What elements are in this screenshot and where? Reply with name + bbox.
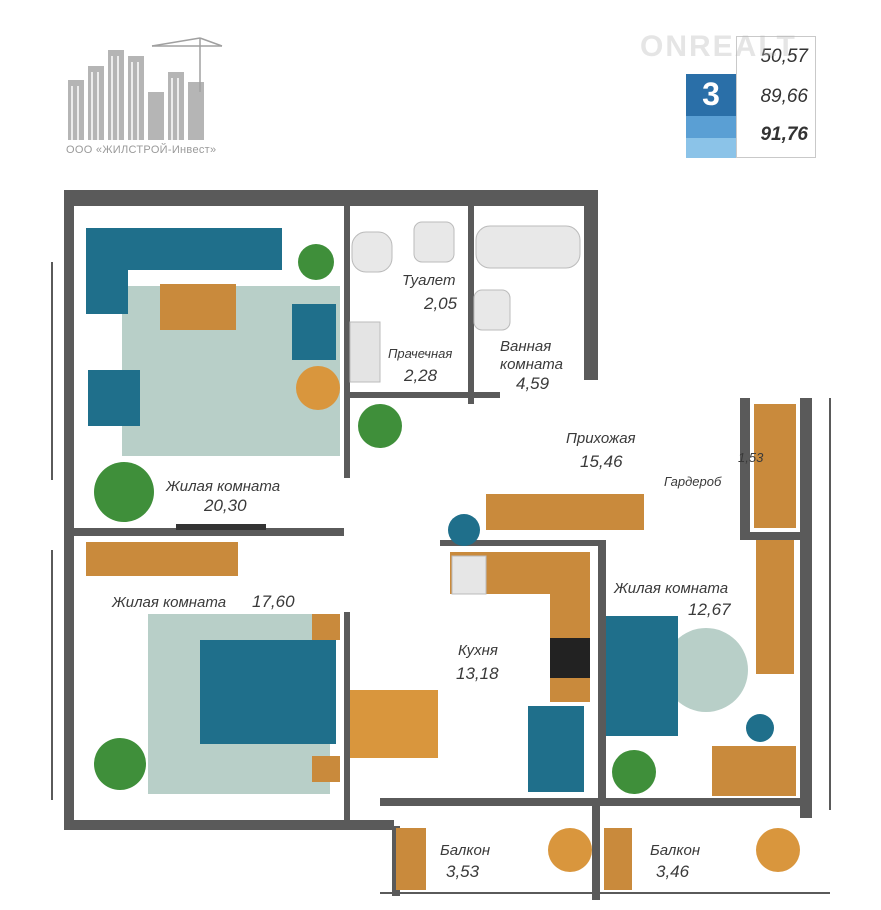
kitchen-area: 13,18 [456,664,499,683]
desk-chair [746,714,774,742]
laundry-area: 2,28 [404,366,438,385]
balcony-table-1 [548,828,592,872]
washing-machine [349,321,381,383]
hall-area: 15,46 [580,452,623,471]
kitchen-sofa [528,706,584,792]
wardrobe-area: 1,53 [738,450,764,465]
sofa-1-arm [86,228,128,314]
watermark: ONREALT [640,30,797,63]
armchair-1 [292,304,336,360]
windows [51,262,831,894]
company-name: ООО «ЖИЛСТРОЙ-Инвест» [66,144,217,156]
living1-label: Жилая комната [166,478,281,495]
balcony1-area: 3,53 [446,862,480,881]
wardrobe-shelf [754,404,796,528]
room-count: 3 [702,76,720,112]
kitchen-label: Кухня [458,642,498,659]
toilet-fixture [351,231,393,273]
balcony2-area: 3,46 [656,862,690,881]
balcony2-label: Балкон [650,842,701,859]
tv-stand [176,524,266,530]
area-summary-badge: 3 50,57 89,66 91,76 [686,36,816,158]
balcony1-label: Балкон [440,842,491,859]
wardrobe-label: Гардероб [664,474,722,489]
coffee-table-1 [160,284,236,330]
shelf-1 [86,542,238,576]
nightstand-1 [312,614,340,640]
badge-stripe-main [686,74,736,116]
stove [550,638,590,678]
total-area-value: 89,66 [760,86,808,107]
desk [712,746,796,796]
bathroom-sink [473,289,511,331]
bedroom-round-rug [664,628,748,712]
hall-shelf [486,494,644,530]
side-table-1 [296,366,340,410]
bathroom-label-1: Ванная [500,338,552,355]
living1-area: 20,30 [204,496,247,515]
nightstand-2 [312,756,340,782]
hall-pouf [448,514,480,546]
bed-2 [606,616,678,736]
armchair-2 [88,370,140,426]
full-area-value: 91,76 [760,124,808,145]
balcony-shelf-2 [604,828,632,890]
laundry-label: Прачечная [388,346,453,361]
balcony-table-2 [756,828,800,872]
fridge [451,555,487,595]
badge-stripe-mid [686,116,736,138]
balcony-shelf-1 [396,828,426,890]
toilet-area: 2,05 [424,294,458,313]
hall-label: Прихожая [566,430,636,447]
wardrobe-2 [756,540,794,674]
company-logo [62,36,232,156]
counter-side [550,552,590,702]
bed-1 [200,640,336,744]
living-area-value: 50,57 [760,46,808,67]
bathroom-label-2: комната [500,356,563,373]
plants [94,244,656,794]
living3-label: Жилая комната [614,580,729,597]
walls [64,190,812,900]
building-crane-logo-icon [68,37,223,140]
badge-stripe-bottom [686,138,736,158]
bathroom-area: 4,59 [516,374,550,393]
living2-label: Жилая комната [112,594,227,611]
badge-stripe-top [686,36,736,74]
living2-area: 17,60 [252,592,295,611]
bathtub [475,225,581,269]
badge-values [736,36,816,158]
living3-area: 12,67 [688,600,731,619]
toilet-label: Туалет [402,272,456,289]
toilet-sink [413,221,455,263]
dining-table [350,690,438,758]
